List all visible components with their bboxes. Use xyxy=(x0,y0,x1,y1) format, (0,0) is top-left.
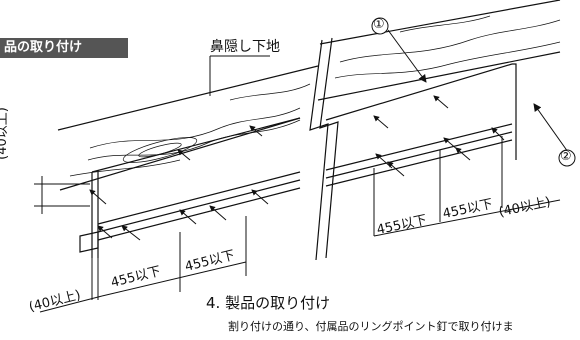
marker-1-label: ① xyxy=(373,17,385,32)
nail-arrows-right xyxy=(373,95,505,177)
fascia-board-left xyxy=(57,65,319,191)
bottom-right-dimensions xyxy=(373,136,561,237)
marker-2 xyxy=(558,149,576,167)
material-label: 鼻隠し下地 xyxy=(210,39,280,55)
nail-arrows-left xyxy=(89,125,269,241)
leader-lines xyxy=(209,29,569,153)
section-title: 品の取り付け xyxy=(0,38,128,58)
bottom-left-dimensions xyxy=(39,216,247,313)
step-title: 4. 製品の取り付け xyxy=(206,294,331,312)
siding-panel-left xyxy=(79,117,301,258)
vertical-dimension xyxy=(34,176,90,214)
siding-panel-right xyxy=(325,63,517,187)
marker-1 xyxy=(371,17,389,35)
fascia-board-right xyxy=(317,0,561,101)
vertical-dim-label: (40以上) xyxy=(0,107,10,160)
step-description: 割り付けの通り、付属品のリングポイント釘で取り付けま xyxy=(228,320,514,333)
marker-2-label: ② xyxy=(560,149,572,164)
break-line xyxy=(309,37,339,261)
